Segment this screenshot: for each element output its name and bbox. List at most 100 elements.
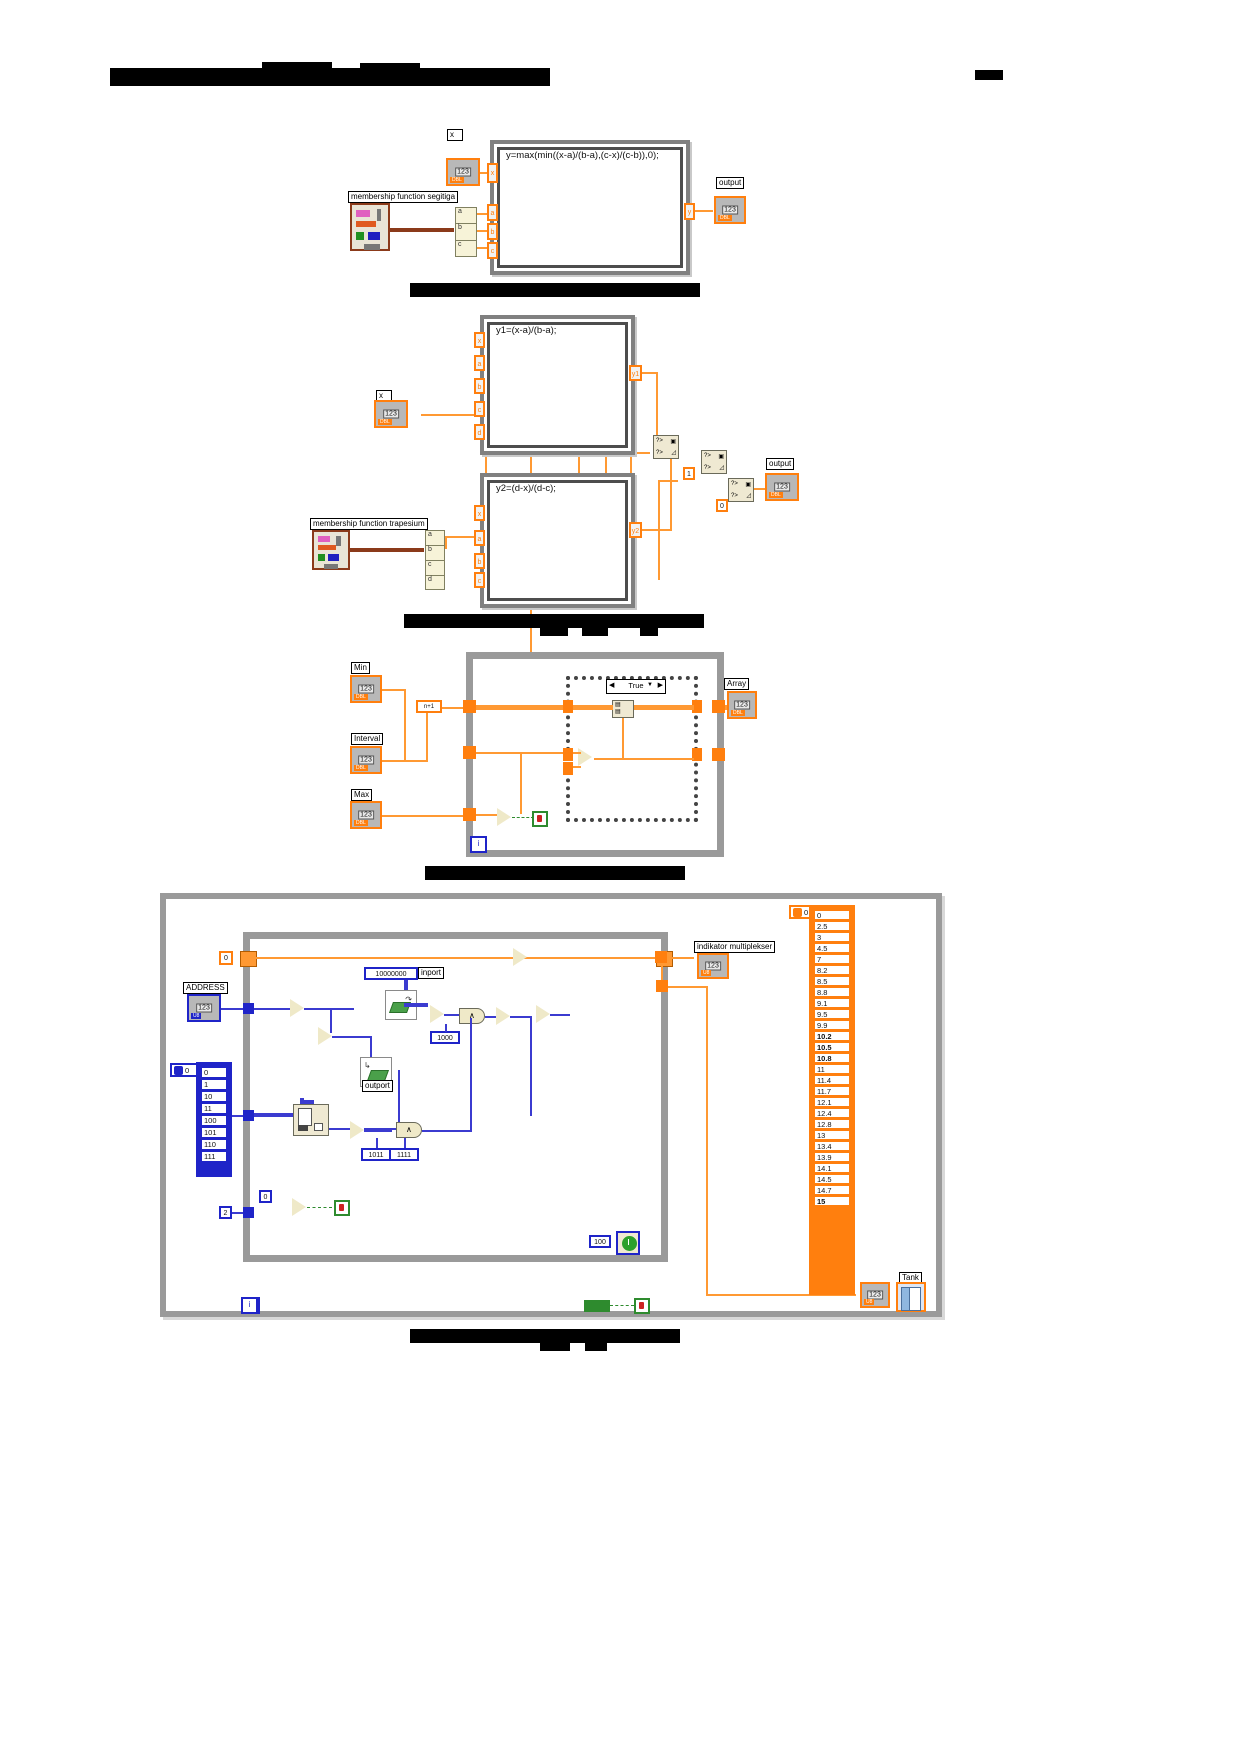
indicator-output-2[interactable]: 123 DBL bbox=[765, 473, 799, 501]
value-cell[interactable]: 9.9 bbox=[814, 1020, 850, 1030]
min-max-node-2[interactable]: ?> ▣ ?> ◿ bbox=[701, 450, 727, 474]
logic-primitive-2[interactable] bbox=[496, 1007, 510, 1025]
value-cell[interactable]: 13 bbox=[814, 1130, 850, 1140]
and-gate-2[interactable]: ∧ bbox=[396, 1122, 422, 1138]
value-cell[interactable]: 12.8 bbox=[814, 1119, 850, 1129]
case-selector-right-arrow[interactable]: ▶ bbox=[657, 682, 663, 689]
value-cell[interactable]: 2.5 bbox=[814, 921, 850, 931]
page-header-redacted-3 bbox=[360, 63, 420, 70]
constant-two[interactable]: 2 bbox=[219, 1206, 232, 1219]
binary-cell[interactable]: 101 bbox=[201, 1127, 227, 1138]
value-cell[interactable]: 11.4 bbox=[814, 1075, 850, 1085]
binary-cell[interactable]: 111 bbox=[201, 1151, 227, 1162]
value-cell[interactable]: 11.7 bbox=[814, 1086, 850, 1096]
figure-2-caption-redacted-c bbox=[582, 628, 608, 636]
constant-10000000[interactable]: 10000000 bbox=[364, 967, 418, 980]
tank-graph-icon[interactable] bbox=[896, 1282, 926, 1312]
indicator-output-2-datatype: DBL bbox=[769, 492, 783, 498]
control-x-2[interactable]: 123 DBL bbox=[374, 400, 408, 428]
value-cell[interactable]: 0 bbox=[814, 910, 850, 920]
value-cell[interactable]: 7 bbox=[814, 954, 850, 964]
value-cell[interactable]: 13.9 bbox=[814, 1152, 850, 1162]
value-cell[interactable]: 9.5 bbox=[814, 1009, 850, 1019]
figure-4-caption-redacted bbox=[410, 1329, 680, 1343]
value-array-index-value: 0 bbox=[804, 907, 809, 917]
constant-one-trapesium[interactable]: 1 bbox=[683, 467, 695, 480]
value-cell[interactable]: 12.1 bbox=[814, 1097, 850, 1107]
logic-primitive-1[interactable] bbox=[430, 1005, 444, 1023]
formula-node-segitiga[interactable]: y=max(min((x-a)/(b-a),(c-x)/(c-b)),0); bbox=[490, 140, 690, 275]
logic-primitive-3[interactable] bbox=[536, 1005, 550, 1023]
value-cell[interactable]: 4.5 bbox=[814, 943, 850, 953]
stop-button-icon-mux[interactable] bbox=[334, 1200, 350, 1216]
bottom-green-constant[interactable] bbox=[584, 1300, 610, 1312]
binary-array-index[interactable]: 0 bbox=[170, 1063, 204, 1077]
bottom-stop-icon[interactable] bbox=[634, 1298, 650, 1314]
value-cell[interactable]: 14.7 bbox=[814, 1185, 850, 1195]
control-label-address: ADDRESS bbox=[183, 982, 228, 994]
logic-primitive-4[interactable] bbox=[350, 1121, 364, 1139]
increment-node[interactable]: n+1 bbox=[416, 700, 442, 713]
binary-array-control[interactable]: 0 1 10 11 100 101 110 111 bbox=[196, 1062, 232, 1177]
value-cell[interactable]: 9.1 bbox=[814, 998, 850, 1008]
value-cell[interactable]: 14.1 bbox=[814, 1163, 850, 1173]
binary-cell[interactable]: 1 bbox=[201, 1079, 227, 1090]
case-selector-label[interactable]: ◀ True ▼ ▶ bbox=[606, 679, 666, 694]
min-max-node-1[interactable]: ?> ▣ ?> ◿ bbox=[653, 435, 679, 459]
value-cell[interactable]: 8.2 bbox=[814, 965, 850, 975]
constant-1111[interactable]: 1111 bbox=[389, 1148, 419, 1161]
binary-cell[interactable]: 0 bbox=[201, 1067, 227, 1078]
case-selector-left-arrow[interactable]: ◀ bbox=[609, 682, 615, 689]
case-selector-dropdown-icon[interactable]: ▼ bbox=[647, 682, 653, 688]
control-min[interactable]: 123 DBL bbox=[350, 675, 382, 703]
stop-button-icon[interactable] bbox=[532, 811, 548, 827]
binary-cell[interactable]: 110 bbox=[201, 1139, 227, 1150]
compare-primitive[interactable] bbox=[497, 808, 511, 826]
control-max[interactable]: 123 DBL bbox=[350, 801, 382, 829]
subvi-icon-segitiga[interactable] bbox=[350, 203, 390, 251]
min-max-node-3[interactable]: ?> ▣ ?> ◿ bbox=[728, 478, 754, 502]
control-x[interactable]: 123 DBL bbox=[446, 158, 480, 186]
value-cell[interactable]: 8.5 bbox=[814, 976, 850, 986]
and-gate-1[interactable]: ∧ bbox=[459, 1008, 485, 1024]
constant-1011[interactable]: 1011 bbox=[361, 1148, 391, 1161]
indicator-tank[interactable]: 123 U8 bbox=[860, 1282, 890, 1308]
value-cell[interactable]: 14.5 bbox=[814, 1174, 850, 1184]
index-array-node[interactable] bbox=[293, 1104, 329, 1136]
indicator-array[interactable]: 123 DBL bbox=[727, 691, 757, 719]
value-cell[interactable]: 12.4 bbox=[814, 1108, 850, 1118]
split-number-primitive[interactable] bbox=[290, 999, 304, 1017]
value-cell[interactable]: 10.8 bbox=[814, 1053, 850, 1063]
value-cell[interactable]: 10.5 bbox=[814, 1042, 850, 1052]
compare-primitive-mux[interactable] bbox=[292, 1198, 306, 1216]
logic-primitive-top[interactable] bbox=[513, 948, 527, 966]
value-cell[interactable]: 15 bbox=[814, 1196, 850, 1206]
value-cell[interactable]: 10.2 bbox=[814, 1031, 850, 1041]
subvi-icon-trapesium[interactable] bbox=[312, 530, 350, 570]
formula-node-trapesium-top[interactable]: y1=(x-a)/(b-a); bbox=[480, 315, 635, 455]
rotate-primitive[interactable] bbox=[318, 1027, 332, 1045]
multiply-primitive[interactable] bbox=[578, 748, 592, 766]
control-address[interactable]: 123 U8 bbox=[187, 994, 221, 1022]
formula-node-trapesium-bottom[interactable]: y2=(d-x)/(d-c); bbox=[480, 473, 635, 608]
value-cell[interactable]: 11 bbox=[814, 1064, 850, 1074]
constant-zero-trapesium[interactable]: 0 bbox=[716, 499, 728, 512]
constant-zero-mux[interactable]: 0 bbox=[219, 951, 233, 965]
binary-cell[interactable]: 100 bbox=[201, 1115, 227, 1126]
wait-ms-node[interactable] bbox=[616, 1231, 640, 1255]
indicator-output-1[interactable]: 123 DBL bbox=[714, 196, 746, 224]
indicator-multiplekser[interactable]: 123 U8 bbox=[697, 953, 729, 979]
figure-4-caption-redacted-b bbox=[540, 1343, 570, 1351]
value-cell[interactable]: 13.4 bbox=[814, 1141, 850, 1151]
constant-wait-100[interactable]: 100 bbox=[589, 1235, 611, 1248]
indicator-tank-value: 123 bbox=[867, 1290, 883, 1300]
constant-mux-iteration[interactable]: 0 bbox=[259, 1190, 272, 1203]
value-array-control[interactable]: 0 2.5 3 4.5 7 8.2 8.5 8.8 9.1 9.5 9.9 10… bbox=[809, 905, 855, 1295]
control-interval[interactable]: 123 DBL bbox=[350, 746, 382, 774]
value-cell[interactable]: 8.8 bbox=[814, 987, 850, 997]
indicator-array-datatype: DBL bbox=[731, 710, 745, 716]
value-cell[interactable]: 3 bbox=[814, 932, 850, 942]
binary-cell[interactable]: 10 bbox=[201, 1091, 227, 1102]
constant-1000[interactable]: 1000 bbox=[430, 1031, 460, 1044]
binary-cell[interactable]: 11 bbox=[201, 1103, 227, 1114]
